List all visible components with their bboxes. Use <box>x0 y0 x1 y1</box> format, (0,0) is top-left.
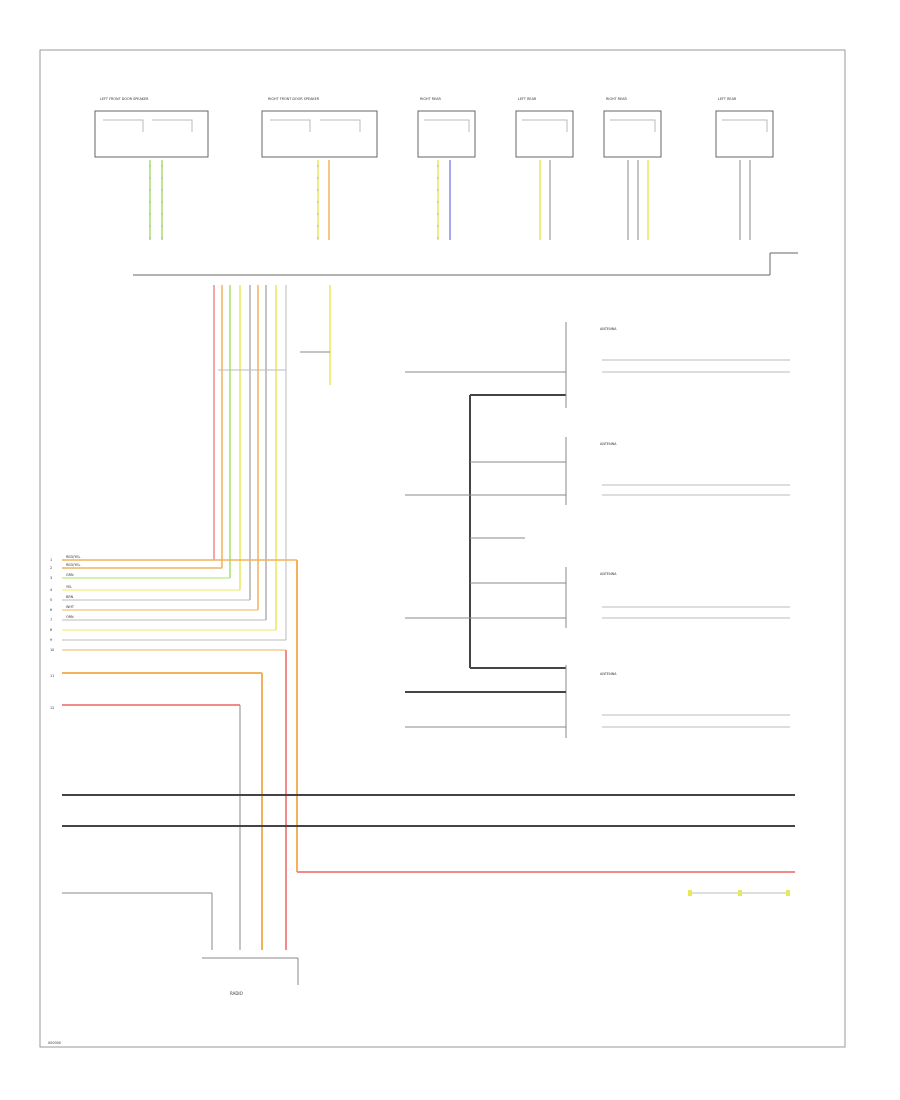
pin-number: 1 <box>50 558 52 562</box>
pin-number: 5 <box>50 598 52 602</box>
speaker-right-front: RIGHT FRONT DOOR SPEAKER <box>261 97 378 240</box>
pin-number: 10 <box>50 648 54 652</box>
diagram-frame <box>39 49 846 1048</box>
speaker-row: LEFT FRONT DOOR SPEAKER RIGHT FRONT DOOR… <box>94 97 774 240</box>
module-label: RADIO <box>230 991 243 996</box>
wire-label: BRN <box>66 595 74 599</box>
harness-label-group: RED/YEL RED/YEL GRN YEL BRN WHT ORN <box>66 555 80 619</box>
pin-number: 8 <box>50 628 52 632</box>
speaker-label: LEFT FRONT DOOR SPEAKER <box>100 97 149 101</box>
pin-number: 7 <box>50 618 52 622</box>
pin-number: 6 <box>50 608 52 612</box>
pin-number: 12 <box>50 706 54 710</box>
wire-label: GRN <box>66 573 74 577</box>
harness-verticals <box>213 285 331 640</box>
speaker-left-front: LEFT FRONT DOOR SPEAKER <box>94 97 209 240</box>
antenna-section: ANTENNA ANTENNA ANTENNA ANTENNA <box>405 322 790 738</box>
harness-horizontals <box>62 559 795 950</box>
speaker-right-rear-2: RIGHT REAR <box>603 97 662 240</box>
antenna-amp-2: ANTENNA <box>405 437 790 505</box>
footer-code: 000000 <box>48 1041 61 1045</box>
antenna-label: ANTENNA <box>600 442 617 446</box>
radio-module: RADIO <box>202 957 299 996</box>
antenna-label: ANTENNA <box>600 572 617 576</box>
speaker-left-rear-2: LEFT REAR <box>715 97 774 240</box>
speaker-right-rear: RIGHT REAR <box>417 97 476 240</box>
left-pin-numbers: 1 2 3 4 5 6 7 8 9 10 11 12 <box>50 558 54 710</box>
antenna-amp-1: ANTENNA <box>405 322 790 408</box>
pin-number: 11 <box>50 674 54 678</box>
antenna-amp-4: ANTENNA <box>405 665 790 738</box>
pin-number: 2 <box>50 566 52 570</box>
wire-label: WHT <box>66 605 75 609</box>
bottom-right-connector <box>688 890 790 896</box>
antenna-amp-3: ANTENNA <box>405 567 790 628</box>
pin-number: 9 <box>50 638 52 642</box>
speaker-label: LEFT REAR <box>518 97 537 101</box>
wire-label: YEL <box>66 585 72 589</box>
ground-lines <box>62 794 795 950</box>
speaker-bus <box>133 252 798 276</box>
speaker-left-rear: LEFT REAR <box>515 97 574 240</box>
wire-label: RED/YEL <box>66 563 80 567</box>
antenna-label: ANTENNA <box>600 672 617 676</box>
speaker-label: LEFT REAR <box>718 97 737 101</box>
wire-label: RED/YEL <box>66 555 80 559</box>
speaker-label: RIGHT FRONT DOOR SPEAKER <box>268 97 320 101</box>
pin-number: 4 <box>50 588 52 592</box>
antenna-label: ANTENNA <box>600 327 617 331</box>
wire-label: ORN <box>66 615 74 619</box>
pin-number: 3 <box>50 576 52 580</box>
speaker-label: RIGHT REAR <box>420 97 441 101</box>
speaker-label: RIGHT REAR <box>606 97 627 101</box>
